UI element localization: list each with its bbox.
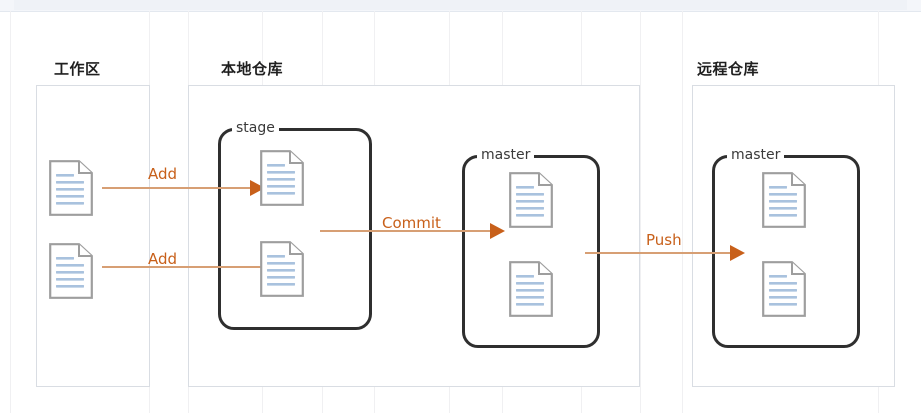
arrow-head-push bbox=[730, 245, 745, 261]
zone-title-workspace: 工作区 bbox=[54, 60, 101, 78]
arrow-label-add-1: Add bbox=[148, 165, 178, 183]
arrow-label-add-2: Add bbox=[148, 250, 178, 268]
branch-box-stage bbox=[218, 128, 372, 330]
page-rule-9 bbox=[640, 11, 641, 413]
document-icon bbox=[260, 241, 304, 297]
arrow-label-commit: Commit bbox=[382, 214, 441, 232]
arrow-line-commit bbox=[320, 230, 490, 232]
document-icon bbox=[49, 243, 93, 299]
page-rule-10 bbox=[682, 11, 683, 413]
window-top-strip bbox=[0, 0, 921, 12]
arrow-line-add-2 bbox=[102, 266, 267, 268]
window-top-strip-inner bbox=[14, 0, 907, 10]
zone-panel-workspace bbox=[36, 85, 150, 387]
document-icon bbox=[49, 160, 93, 216]
arrow-head-commit bbox=[490, 223, 505, 239]
branch-label-stage: stage bbox=[232, 121, 279, 135]
document-icon bbox=[260, 150, 304, 206]
page-rule-0 bbox=[10, 11, 11, 413]
zone-panel-local-repository bbox=[188, 85, 640, 387]
arrow-label-push: Push bbox=[646, 231, 682, 249]
document-icon bbox=[762, 261, 806, 317]
branch-label-remote-master: master bbox=[727, 148, 785, 162]
document-icon bbox=[509, 172, 553, 228]
zone-title-remote-repository: 远程仓库 bbox=[697, 60, 760, 78]
zone-title-local-repository: 本地仓库 bbox=[221, 60, 284, 78]
branch-box-remote-master bbox=[712, 155, 860, 348]
document-icon bbox=[509, 261, 553, 317]
branch-label-local-master: master bbox=[477, 148, 535, 162]
arrow-line-add-1 bbox=[102, 187, 250, 189]
arrow-line-push bbox=[585, 252, 730, 254]
document-icon bbox=[762, 172, 806, 228]
